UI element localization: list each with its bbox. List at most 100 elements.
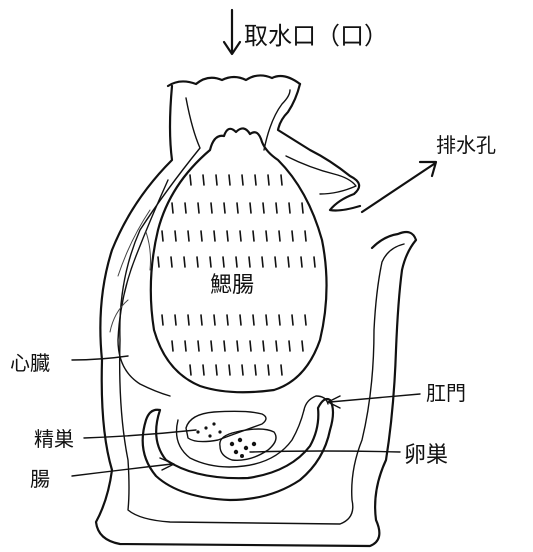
stigma-slit	[301, 257, 302, 267]
stigma-slit	[275, 257, 276, 267]
stigma-slit	[236, 257, 237, 267]
tunic-inner-wall	[120, 98, 404, 524]
stigma-slit	[253, 231, 254, 241]
testis-shape	[186, 411, 266, 441]
stigma-slit	[229, 365, 230, 375]
stigma-slit	[216, 175, 217, 185]
annotation-arrows	[72, 10, 436, 476]
stigma-slit	[223, 257, 224, 267]
label-heart: 心臓	[10, 351, 50, 375]
stigma-slit	[216, 365, 217, 375]
stigma-slit	[172, 341, 173, 351]
stigma-slit	[266, 315, 267, 325]
branchial-sac	[151, 128, 327, 392]
anus-arrow	[328, 394, 420, 408]
stigma-slit	[242, 365, 243, 375]
label-ovary: 卵巣	[404, 443, 448, 468]
siphon-right-wall	[278, 84, 360, 211]
stigma-slit	[266, 231, 267, 241]
outlet-arrow	[362, 162, 436, 212]
stigma-slit	[255, 365, 256, 375]
stigma-slit	[302, 341, 303, 351]
stigma-slit	[302, 203, 303, 213]
stigma-slit	[185, 203, 186, 213]
label-anus: 肛門	[426, 381, 466, 405]
stigma-slit	[198, 341, 199, 351]
stigma-slit	[172, 203, 173, 213]
stigma-slit	[224, 341, 225, 351]
stigma-slit	[292, 231, 293, 241]
branchial-sac-outline	[151, 128, 327, 392]
stigma-slit	[158, 257, 159, 267]
stigma-slit	[175, 231, 176, 241]
stigma-slit	[185, 341, 186, 351]
stigma-slit	[203, 175, 204, 185]
stigma-slit	[268, 365, 269, 375]
stigma-slit	[197, 257, 198, 267]
stigma-slit	[262, 257, 263, 267]
stigma-slit	[201, 315, 202, 325]
stigma-slit	[211, 203, 212, 213]
stigma-slit	[263, 341, 264, 351]
stigma-slit	[250, 341, 251, 351]
stigma-slit	[188, 315, 189, 325]
stigma-slit	[162, 231, 163, 241]
stigma-slit	[229, 175, 230, 185]
stigma-slit	[171, 257, 172, 267]
stigma-slit	[268, 175, 269, 185]
body-tunic	[96, 75, 416, 546]
stigma-slit	[237, 203, 238, 213]
gut-loop	[143, 396, 333, 500]
stigma-slit	[253, 315, 254, 325]
stigma-slit	[175, 315, 176, 325]
intake-arrow	[224, 10, 240, 54]
stigma-slit	[249, 257, 250, 267]
heart-branch-3	[146, 232, 151, 270]
ovary-leader	[250, 451, 400, 452]
outlet-inner-edge	[286, 156, 356, 194]
stigma-slit	[242, 175, 243, 185]
stigma-slit	[240, 315, 241, 325]
siphon-rim	[168, 75, 300, 86]
stigma-slit	[263, 203, 264, 213]
tunic-inner-top-right	[264, 90, 290, 150]
ovary-shape	[220, 429, 276, 460]
stigma-slit	[214, 315, 215, 325]
stigma-slit	[203, 365, 204, 375]
stigma-slit	[190, 175, 191, 185]
label-branchial-sac: 鰓腸	[210, 273, 254, 298]
heart-vessel	[118, 180, 170, 396]
stigma-slit	[250, 203, 251, 213]
stigma-slit	[240, 231, 241, 241]
label-outlet: 排水孔	[436, 133, 496, 157]
stigma-slit	[276, 203, 277, 213]
stigma-slit	[184, 257, 185, 267]
stigma-slit	[201, 231, 202, 241]
stigma-slit	[305, 231, 306, 241]
stigma-slit	[292, 315, 293, 325]
stigma-slit	[276, 341, 277, 351]
stigma-slit	[237, 341, 238, 351]
stigma-slit	[162, 315, 163, 325]
testis-leader	[84, 430, 196, 438]
stigma-slit	[288, 257, 289, 267]
label-testis: 精巣	[34, 427, 74, 451]
stigma-slit	[188, 231, 189, 241]
stigma-slit	[227, 231, 228, 241]
label-intake: 取水口（口）	[244, 22, 388, 50]
intestine-arrow	[72, 458, 174, 476]
stigma-slit	[198, 203, 199, 213]
stigma-slit	[214, 231, 215, 241]
rectum	[304, 396, 328, 410]
stigma-slit	[190, 365, 191, 375]
stigma-slit	[281, 365, 282, 375]
stigma-slit	[279, 231, 280, 241]
stigma-slit	[224, 203, 225, 213]
stigma-slit	[281, 175, 282, 185]
stigma-slit	[211, 341, 212, 351]
stigma-slit	[314, 257, 315, 267]
testis-dots	[196, 422, 221, 437]
stigma-slit	[279, 315, 280, 325]
stigma-slit	[255, 175, 256, 185]
